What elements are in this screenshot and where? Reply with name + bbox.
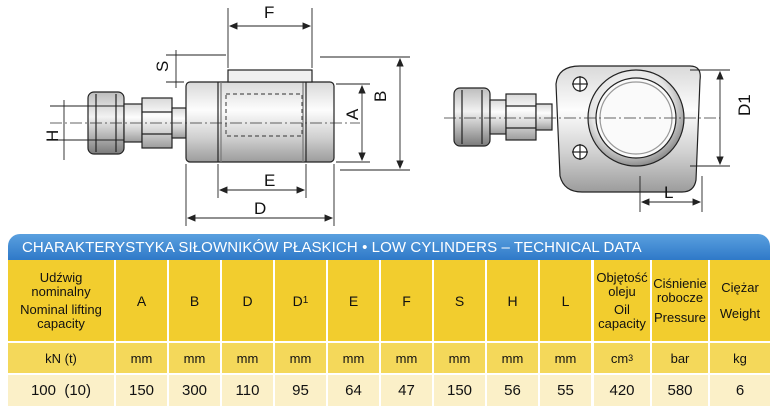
column-value-l: 55 — [540, 375, 591, 406]
label-E: E — [264, 171, 275, 190]
pressure-header-en-1: Pressure — [653, 309, 706, 325]
column-value-a: 150 — [116, 375, 167, 406]
pressure-value: 580 — [652, 375, 708, 406]
column-unit-d1: mm — [275, 343, 326, 373]
label-L: L — [664, 183, 673, 202]
technical-data-table: CHARAKTERYSTYKA SIŁOWNIKÓW PŁASKICH • LO… — [8, 234, 770, 410]
capacity-header-en-2: capacity — [37, 315, 85, 331]
label-S: S — [153, 61, 172, 72]
label-A: A — [343, 108, 362, 120]
end-view — [444, 65, 720, 193]
column-header-label: F — [402, 292, 411, 309]
table-title: CHARAKTERYSTYKA SIŁOWNIKÓW PŁASKICH • LO… — [22, 239, 642, 256]
oil-unit-text: cm — [610, 350, 629, 366]
weight-value: 6 — [710, 375, 770, 406]
capacity-value: 100 (10) — [8, 375, 114, 406]
column-header-h: H — [487, 260, 538, 341]
column-unit-d: mm — [222, 343, 273, 373]
weight-header: Ciężar Weight — [710, 260, 770, 341]
column-header-label: S — [454, 292, 465, 309]
column-header-label: H — [507, 292, 518, 309]
capacity-header-pl-2: nominalny — [31, 283, 91, 299]
column-header-label: B — [189, 292, 200, 309]
cylinder-drawing-svg: F S H A B E D — [43, 3, 754, 226]
pressure-unit: bar — [652, 343, 708, 373]
table-grid: Udźwig nominalny Nominal lifting capacit… — [8, 260, 770, 410]
column-header-s: S — [434, 260, 485, 341]
column-unit-h: mm — [487, 343, 538, 373]
column-header-label: L — [561, 292, 570, 309]
column-value-b: 300 — [169, 375, 220, 406]
column-value-h: 56 — [487, 375, 538, 406]
capacity-unit: kN (t) — [8, 343, 114, 373]
pressure-header-pl-2: robocze — [656, 289, 704, 305]
column-header-subscript: 1 — [302, 294, 309, 306]
column-header-f: F — [381, 260, 432, 341]
oil-header-en-2: capacity — [598, 315, 646, 331]
pressure-header: Ciśnienie robocze Pressure — [652, 260, 708, 341]
column-header-e: E — [328, 260, 379, 341]
column-header-label: E — [348, 292, 359, 309]
label-D1: D1 — [735, 94, 754, 116]
column-header-label: D — [292, 292, 303, 309]
label-D: D — [254, 199, 266, 218]
label-B: B — [371, 91, 390, 102]
column-value-s: 150 — [434, 375, 485, 406]
oil-header-en-1: Oil — [614, 301, 630, 317]
end-dimensions — [639, 69, 730, 212]
side-dimensions — [50, 8, 410, 226]
column-header-label: A — [136, 292, 147, 309]
oil-unit-sup: 3 — [628, 353, 634, 363]
pressure-header-pl-1: Ciśnienie — [653, 275, 707, 291]
weight-header-pl-1: Ciężar — [721, 279, 759, 295]
column-header-d: D — [222, 260, 273, 341]
side-view — [50, 69, 360, 163]
column-header-label: D — [242, 292, 253, 309]
oil-header: Objętość oleju Oil capacity — [594, 260, 650, 341]
column-unit-l: mm — [540, 343, 591, 373]
capacity-header-pl-1: Udźwig — [39, 269, 83, 285]
oil-header-pl-2: oleju — [608, 283, 636, 299]
oil-value: 420 — [594, 375, 650, 406]
column-header-l: L — [540, 260, 591, 341]
column-value-f: 47 — [381, 375, 432, 406]
column-value-d1: 95 — [275, 375, 326, 406]
column-header-b: B — [169, 260, 220, 341]
capacity-header-en-1: Nominal lifting — [20, 301, 102, 317]
column-unit-f: mm — [381, 343, 432, 373]
column-unit-s: mm — [434, 343, 485, 373]
column-unit-e: mm — [328, 343, 379, 373]
capacity-header: Udźwig nominalny Nominal lifting capacit… — [8, 260, 114, 341]
column-value-e: 64 — [328, 375, 379, 406]
oil-header-pl-1: Objętość — [596, 269, 648, 285]
column-unit-b: mm — [169, 343, 220, 373]
weight-header-en-1: Weight — [719, 305, 761, 321]
technical-drawings: F S H A B E D — [43, 3, 754, 226]
label-F: F — [264, 3, 274, 22]
weight-unit: kg — [710, 343, 770, 373]
table-title-bar: CHARAKTERYSTYKA SIŁOWNIKÓW PŁASKICH • LO… — [8, 234, 770, 260]
column-header-a: A — [116, 260, 167, 341]
column-value-d: 110 — [222, 375, 273, 406]
label-H: H — [43, 130, 62, 142]
column-unit-a: mm — [116, 343, 167, 373]
